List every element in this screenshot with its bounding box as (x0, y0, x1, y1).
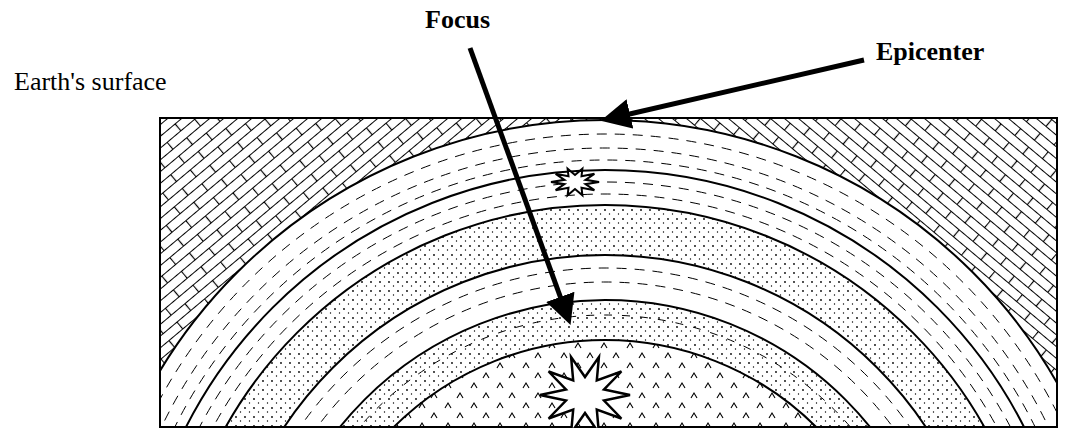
focus-label: Focus (425, 6, 490, 35)
focus-burst (540, 357, 630, 428)
epicenter-burst (551, 169, 599, 196)
focus-arrow (470, 48, 568, 318)
surface-label: Earth's surface (14, 68, 167, 97)
epicenter-arrow (608, 60, 864, 119)
epicenter-label: Epicenter (876, 38, 984, 67)
